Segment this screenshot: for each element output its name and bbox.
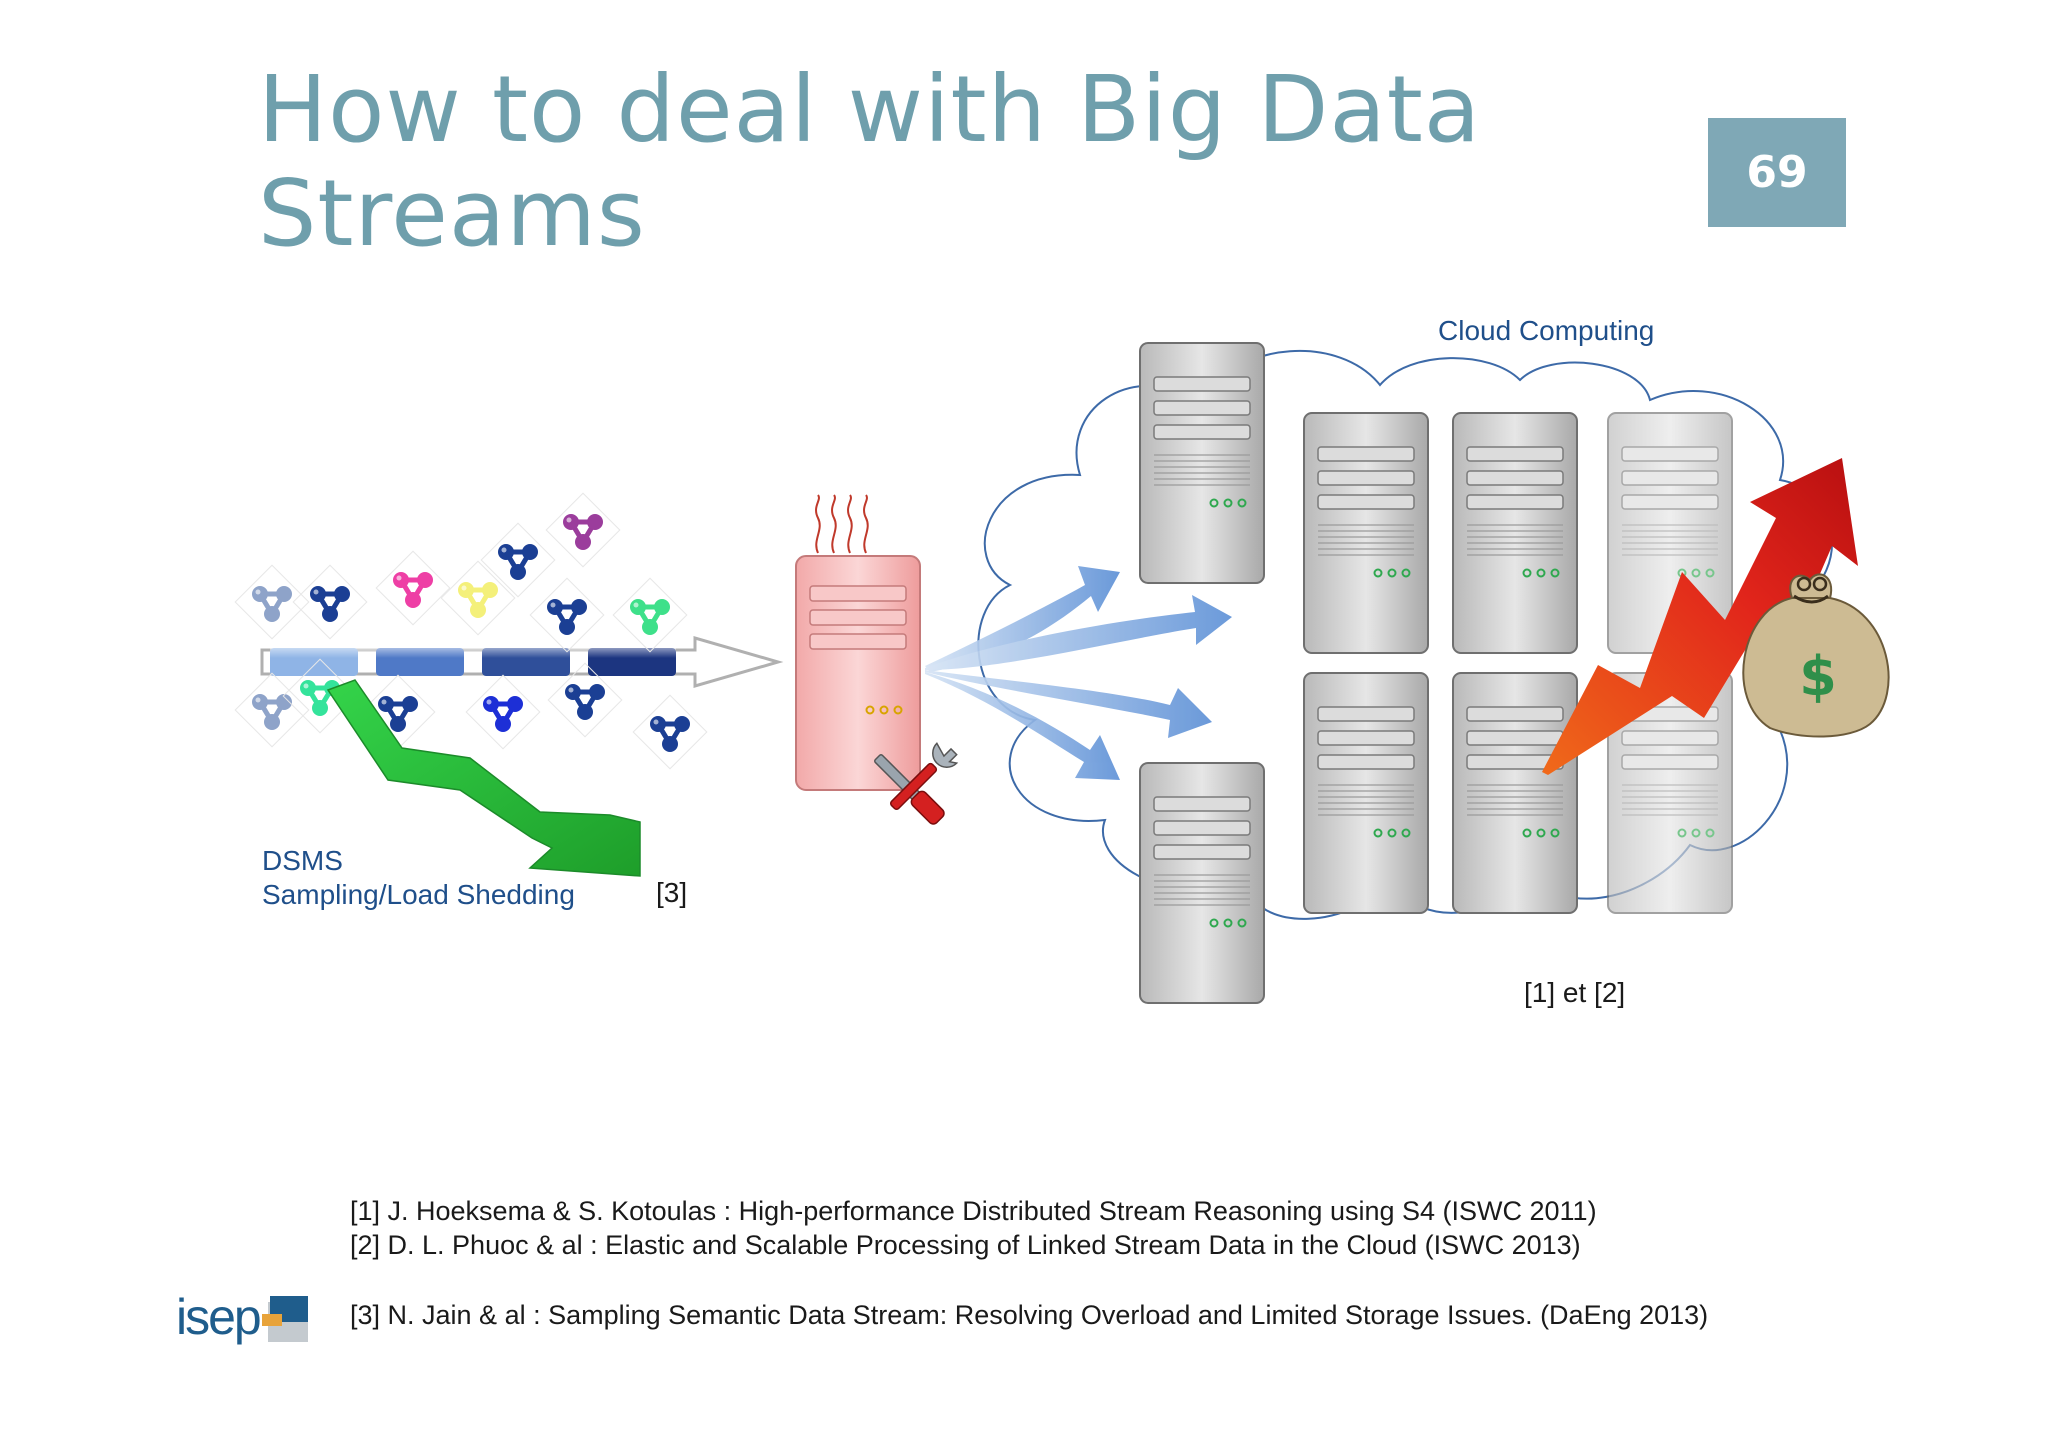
- increase-arrow-icon: [1542, 458, 1858, 775]
- tools-icon: [874, 742, 959, 825]
- slide-title: How to deal with Big Data Streams: [258, 56, 1482, 267]
- cloud-computing-label: Cloud Computing: [1438, 315, 1655, 346]
- decrease-arrow-icon: [326, 679, 641, 877]
- reference-1: [1] J. Hoeksema & S. Kotoulas : High-per…: [350, 1196, 1597, 1226]
- reference-2: [2] D. L. Phuoc & al : Elastic and Scala…: [350, 1230, 1581, 1260]
- rdf-triples-icon: [235, 493, 707, 769]
- dsms-label: DSMS: [262, 845, 343, 876]
- slide-number-badge: 69: [1708, 118, 1846, 227]
- distribution-arrows-icon: [925, 566, 1232, 780]
- ref3-marker: [3]: [656, 877, 688, 908]
- overloaded-server-icon: [795, 555, 921, 791]
- svg-text:$: $: [1799, 645, 1837, 708]
- cloud-server-icon: [1452, 412, 1578, 654]
- money-bag-icon: $: [1742, 573, 1890, 738]
- heat-lines-icon: [815, 494, 869, 554]
- cloud-server-icon: [1139, 762, 1265, 1004]
- cloud-server-icon: [1303, 412, 1429, 654]
- isep-logo: isep: [176, 1289, 262, 1345]
- cloud-server-icon: [1303, 672, 1429, 914]
- cloud-ref-marker: [1] et [2]: [1524, 977, 1626, 1008]
- reference-3: [3] N. Jain & al : Sampling Semantic Dat…: [350, 1300, 1709, 1330]
- cloud-server-icon: [1139, 342, 1265, 584]
- cloud-server-icon: [1452, 672, 1578, 914]
- isep-logo-graphic: [262, 1296, 308, 1342]
- sampling-load-shedding-label: Sampling/Load Shedding: [262, 879, 575, 910]
